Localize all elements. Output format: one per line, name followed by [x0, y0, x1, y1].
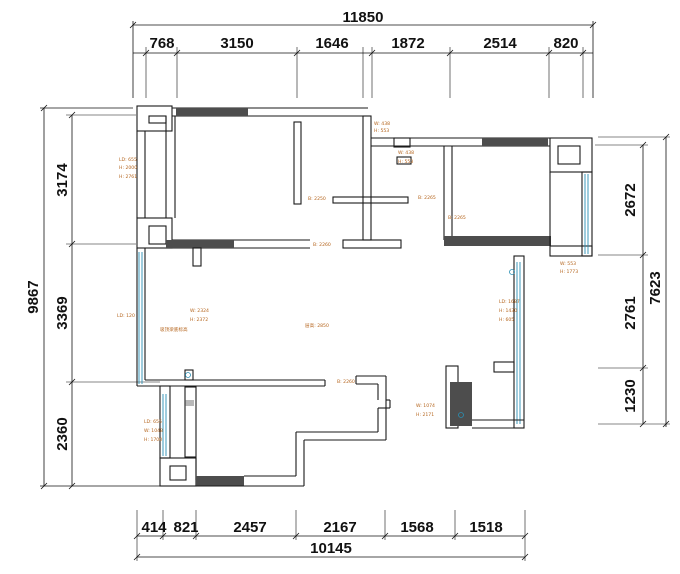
annotation-label: H: 553: [398, 159, 413, 165]
top-total-dimension: 11850: [343, 9, 384, 26]
annotation-label: LD: 120: [117, 313, 135, 319]
room-label: 吸顶梁底标高: [160, 326, 188, 333]
right-dimension-segment: 1230: [622, 379, 639, 412]
bottom-dimension-segment: 821: [173, 519, 198, 536]
annotation-label: H: 2171: [416, 412, 434, 418]
annotation-label: LD: 655: [144, 419, 162, 425]
bottom-total-dimension: 10145: [310, 540, 352, 557]
left-dimension-segment: 3369: [54, 296, 71, 329]
annotation-label: H: 2761: [119, 174, 137, 180]
left-dimensions: 9867 3174 3369 2360: [25, 104, 160, 490]
top-dimensions: 11850 768 3150 1646 1872 2514 820: [129, 9, 597, 98]
left-dimension-segment: 2360: [54, 417, 71, 450]
annotation-label: B: 2265: [418, 195, 436, 201]
annotation-label: H: 553: [374, 128, 389, 134]
fixtures: [185, 269, 515, 418]
walls: [136, 105, 593, 487]
bottom-dimension-segment: 1518: [469, 519, 502, 536]
annotation-label: H: 1430: [499, 308, 517, 314]
bottom-dimension-segment: 2167: [323, 519, 356, 536]
top-dimension-segment: 1646: [315, 35, 348, 52]
annotation-label: H: 2372: [190, 317, 208, 323]
annotation-label: B: 2250: [308, 196, 326, 202]
annotation-label: H: 605: [499, 317, 514, 323]
bottom-dimension-segment: 1568: [400, 519, 433, 536]
top-dimension-segment: 1872: [391, 35, 424, 52]
annotation-label: W: 2324: [190, 308, 209, 314]
annotation-label: W: 1074: [416, 403, 435, 409]
annotation-label: H: 2000: [119, 165, 137, 171]
bottom-dimension-segment: 2457: [233, 519, 266, 536]
annotation-label: B: 2265: [448, 215, 466, 221]
annotation-label: W: 438: [398, 150, 414, 156]
annotation-label: LD: 655: [119, 157, 137, 163]
right-dimensions: 2672 2761 1230 7623: [595, 133, 670, 428]
annotation-label: W: 553: [560, 261, 576, 267]
bottom-dimension-segment: 414: [141, 519, 167, 536]
annotation-label: B: 2260: [313, 242, 331, 248]
floor-height-label: 层高: 2850: [305, 322, 329, 329]
top-dimension-segment: 768: [149, 35, 174, 52]
annotation-label: H: 1700: [144, 437, 162, 443]
top-dimension-segment: 820: [553, 35, 578, 52]
annotation-label: H: 1773: [560, 269, 578, 275]
right-total-dimension: 7623: [647, 271, 664, 304]
top-dimension-segment: 2514: [483, 35, 517, 52]
annotation-label: B: 2260: [337, 379, 355, 385]
annotation-label: LD: 1687: [499, 299, 520, 305]
left-total-dimension: 9867: [25, 280, 42, 313]
top-dimension-segment: 3150: [220, 35, 253, 52]
annotation-label: W: 438: [374, 121, 390, 127]
right-dimension-segment: 2672: [622, 183, 639, 216]
right-dimension-segment: 2761: [622, 296, 639, 329]
left-dimension-segment: 3174: [54, 163, 71, 197]
annotation-label: W: 1048: [144, 428, 163, 434]
annotations: W: 438 H: 553 W: 438 H: 553 LD: 655 H: 2…: [117, 121, 578, 443]
bottom-dimensions: 414 821 2457 2167 1568 1518 10145: [133, 510, 529, 561]
